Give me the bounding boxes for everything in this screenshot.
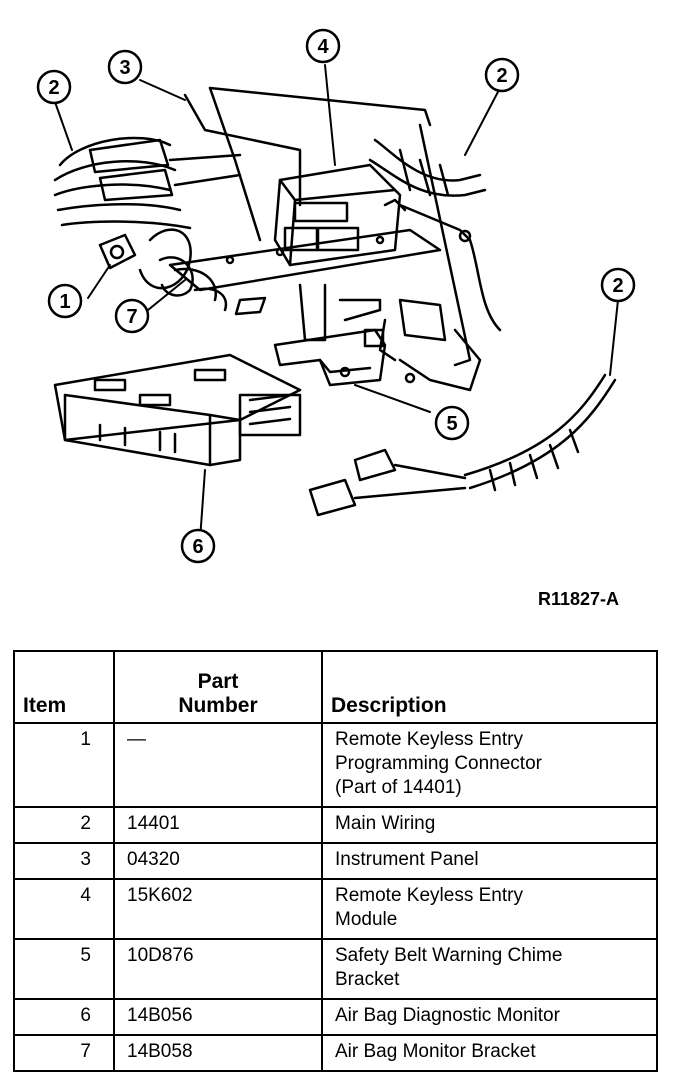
cell-description: Instrument Panel <box>321 842 658 880</box>
callout-6 <box>180 528 216 564</box>
parts-table: Item Part Number Description 1 — Remote … <box>13 650 658 1072</box>
keyless-entry-module <box>273 163 407 267</box>
callout-2-upper-right <box>484 57 520 93</box>
cell-description: Main Wiring <box>321 806 658 844</box>
cell-part-number: 10D876 <box>113 938 323 1000</box>
programming-connector <box>98 233 137 270</box>
table-header-row: Item Part Number Description <box>13 650 658 724</box>
diagnostic-monitor <box>53 353 302 467</box>
cell-item: 6 <box>13 998 115 1036</box>
callout-4 <box>305 28 341 64</box>
header-part-number: Part Number <box>113 650 323 724</box>
cell-description: Safety Belt Warning Chime Bracket <box>321 938 658 1000</box>
cell-description: Air Bag Monitor Bracket <box>321 1034 658 1072</box>
callout-2-upper-right-label: 2 <box>496 65 507 87</box>
cell-part-number: 14401 <box>113 806 323 844</box>
table-row: 5 10D876 Safety Belt Warning Chime Brack… <box>13 938 658 1000</box>
cell-item: 3 <box>13 842 115 880</box>
main-wiring-top <box>368 138 502 332</box>
callout-5-label: 5 <box>446 413 457 435</box>
callout-2-upper-left <box>36 69 72 105</box>
callout-5 <box>434 405 470 441</box>
callout-1 <box>47 283 83 319</box>
cell-part-number: 14B056 <box>113 998 323 1036</box>
table-row: 7 14B058 Air Bag Monitor Bracket <box>13 1034 658 1072</box>
cell-description: Remote Keyless Entry Programming Connect… <box>321 722 658 808</box>
figure-code: R11827-A <box>538 589 620 609</box>
table-row: 6 14B056 Air Bag Diagnostic Monitor <box>13 998 658 1036</box>
header-description: Description <box>321 650 658 724</box>
cell-item: 7 <box>13 1034 115 1072</box>
cell-item: 5 <box>13 938 115 1000</box>
cell-part-number: 04320 <box>113 842 323 880</box>
callout-6-label: 6 <box>192 536 203 558</box>
table-row: 4 15K602 Remote Keyless Entry Module <box>13 878 658 940</box>
table-row: 3 04320 Instrument Panel <box>13 842 658 880</box>
callout-7-label: 7 <box>126 306 137 328</box>
callout-4-label: 4 <box>317 36 329 58</box>
cell-item: 1 <box>13 722 115 808</box>
main-wiring-left <box>53 136 242 312</box>
table-row: 2 14401 Main Wiring <box>13 806 658 844</box>
callout-2-upper-left-label: 2 <box>48 77 59 99</box>
callout-1-label: 1 <box>59 291 70 313</box>
callout-2-right-label: 2 <box>612 275 623 297</box>
cell-item: 2 <box>13 806 115 844</box>
main-wiring-bottom <box>308 373 617 517</box>
cell-description: Remote Keyless Entry Module <box>321 878 658 940</box>
monitor-bracket <box>168 228 442 342</box>
callout-3-label: 3 <box>119 57 130 79</box>
cell-item: 4 <box>13 878 115 940</box>
callout-2-right <box>600 267 636 303</box>
cell-description: Air Bag Diagnostic Monitor <box>321 998 658 1036</box>
exploded-parts-diagram: 2 3 4 2 2 1 7 5 6 <box>36 28 636 564</box>
callout-7 <box>114 298 150 334</box>
cell-part-number: 15K602 <box>113 878 323 940</box>
leader-lines <box>54 64 619 541</box>
header-item: Item <box>13 650 115 724</box>
callout-3 <box>107 49 143 85</box>
chime-bracket <box>273 328 416 387</box>
table-row: 1 — Remote Keyless Entry Programming Con… <box>13 722 658 808</box>
cell-part-number: — <box>113 722 323 808</box>
cell-part-number: 14B058 <box>113 1034 323 1072</box>
